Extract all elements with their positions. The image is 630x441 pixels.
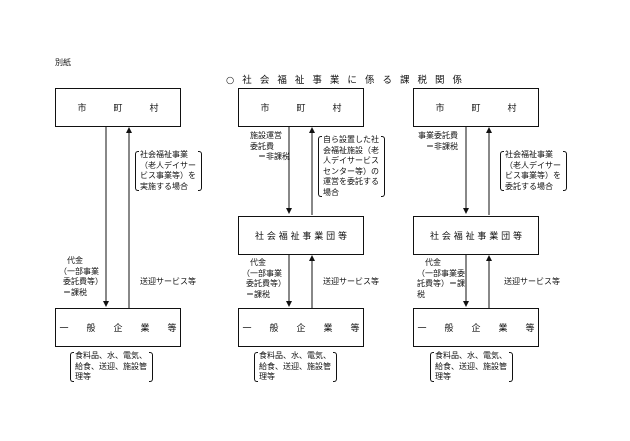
text-line: 委託費等） bbox=[246, 279, 286, 288]
text-line: （老人デイサー bbox=[505, 160, 561, 170]
text-line: 食料品、水、電気、 bbox=[259, 351, 331, 360]
text-line: 社会福祉事業 bbox=[140, 150, 188, 159]
text-line: 理等 bbox=[75, 372, 91, 381]
d2-bottom-bracket: 食料品、水、電気、 給食、送迎、施設管 理等 bbox=[254, 351, 337, 383]
text-line: 給食、送迎、施設管 bbox=[75, 361, 147, 371]
d2-municipality-label: 市 町 村 bbox=[260, 104, 342, 114]
text-line: ビス事業等）を bbox=[505, 171, 561, 180]
d3-corporation-box: 社 会 福 祉 事 業 団 等 bbox=[413, 216, 539, 255]
d2-corporation-box: 社 会 福 祉 事 業 団 等 bbox=[238, 216, 364, 255]
text-line: 食料品、水、電気、 bbox=[75, 351, 147, 360]
text-line: ＝課税 bbox=[63, 287, 87, 297]
text-line: ＝非課税 bbox=[258, 152, 290, 161]
d1-municipality-label: 市 町 村 bbox=[77, 104, 159, 114]
text-line: 給食、送迎、施設管 bbox=[435, 361, 507, 371]
d1-company-label: 一 般 企 業 等 bbox=[59, 324, 177, 334]
d3-municipality-box: 市 町 村 bbox=[413, 88, 539, 127]
d2-upper-up-label: 自ら設置した社 会福祉施設（老 人デイサービス センター等）の 運営を委託する … bbox=[318, 135, 385, 198]
d2-lower-down-label: 代金 （一部事業 委託費等） ＝課税 bbox=[242, 258, 286, 300]
page-title: ○ 社 会 福 祉 事 業 に 係 る 課 税 関 係 bbox=[226, 75, 465, 86]
text-line: （一部事業 bbox=[242, 268, 282, 278]
text-line: 理等 bbox=[435, 372, 451, 381]
text-line: 運営を委託する bbox=[323, 177, 379, 186]
text-line: ビス事業等）を bbox=[140, 171, 196, 180]
text-line: 実施する場合 bbox=[140, 181, 188, 191]
d2-corporation-label: 社 会 福 祉 事 業 団 等 bbox=[254, 232, 348, 242]
d3-municipality-label: 市 町 村 bbox=[435, 104, 517, 114]
d3-company-box: 一 般 企 業 等 bbox=[413, 308, 539, 347]
text-line: ＝非課税 bbox=[426, 141, 458, 151]
text-line: （一部事業委 bbox=[417, 268, 465, 278]
d2-company-box: 一 般 企 業 等 bbox=[238, 308, 364, 347]
text-line: 理等 bbox=[259, 372, 275, 381]
text-line: 場合 bbox=[323, 187, 339, 197]
d2-lower-right-label: 送迎サービス等 bbox=[323, 277, 379, 286]
d3-upper-up-label: 社会福祉事業 （老人デイサー ビス事業等）を 委託する場合 bbox=[500, 150, 567, 192]
text-line: 代金 bbox=[67, 256, 83, 265]
text-line: 代金 bbox=[250, 258, 266, 267]
text-line: 委託費 bbox=[250, 141, 274, 151]
text-line: 自ら設置した社 bbox=[323, 135, 379, 144]
d1-bottom-bracket: 食料品、水、電気、 給食、送迎、施設管 理等 bbox=[70, 351, 153, 383]
d2-municipality-box: 市 町 村 bbox=[238, 88, 364, 127]
text-line: 委託する場合 bbox=[505, 181, 553, 191]
text-line: 人デイサービス bbox=[323, 156, 379, 165]
d2-company-label: 一 般 企 業 等 bbox=[242, 324, 360, 334]
text-line: 代金 bbox=[425, 258, 441, 267]
text-line: 施設運営 bbox=[250, 131, 282, 140]
text-line: 給食、送迎、施設管 bbox=[259, 361, 331, 371]
text-line: ＝課税 bbox=[246, 289, 270, 299]
d1-right-label: 送迎サービス等 bbox=[140, 277, 196, 286]
text-line: 委託費等） bbox=[63, 277, 103, 286]
d1-municipality-box: 市 町 村 bbox=[55, 88, 181, 127]
text-line: 託費等）＝課 bbox=[417, 279, 465, 288]
annex-label: 別紙 bbox=[55, 58, 71, 67]
d3-upper-down-label: 事業委託費 ＝非課税 bbox=[418, 131, 458, 152]
d1-down-label: 代金 （一部事業 委託費等） ＝課税 bbox=[59, 256, 103, 298]
text-line: （老人デイサー bbox=[140, 160, 196, 170]
d1-up-label: 社会福祉事業 （老人デイサー ビス事業等）を 実施する場合 bbox=[135, 150, 202, 192]
text-line: センター等）の bbox=[323, 166, 379, 176]
d3-corporation-label: 社 会 福 祉 事 業 団 等 bbox=[429, 232, 523, 242]
text-line: 税 bbox=[417, 289, 425, 299]
d2-upper-down-label: 施設運営 委託費 ＝非課税 bbox=[250, 131, 290, 163]
d1-company-box: 一 般 企 業 等 bbox=[55, 308, 181, 347]
text-line: 事業委託費 bbox=[418, 131, 458, 140]
text-line: （一部事業 bbox=[59, 266, 99, 276]
d3-lower-right-label: 送迎サービス等 bbox=[504, 277, 560, 286]
d3-bottom-bracket: 食料品、水、電気、 給食、送迎、施設管 理等 bbox=[430, 351, 513, 383]
text-line: 食料品、水、電気、 bbox=[435, 351, 507, 360]
d3-company-label: 一 般 企 業 等 bbox=[417, 324, 535, 334]
d3-lower-down-label: 代金 （一部事業委 託費等）＝課 税 bbox=[417, 258, 465, 300]
text-line: 社会福祉事業 bbox=[505, 150, 553, 159]
text-line: 会福祉施設（老 bbox=[323, 145, 379, 155]
